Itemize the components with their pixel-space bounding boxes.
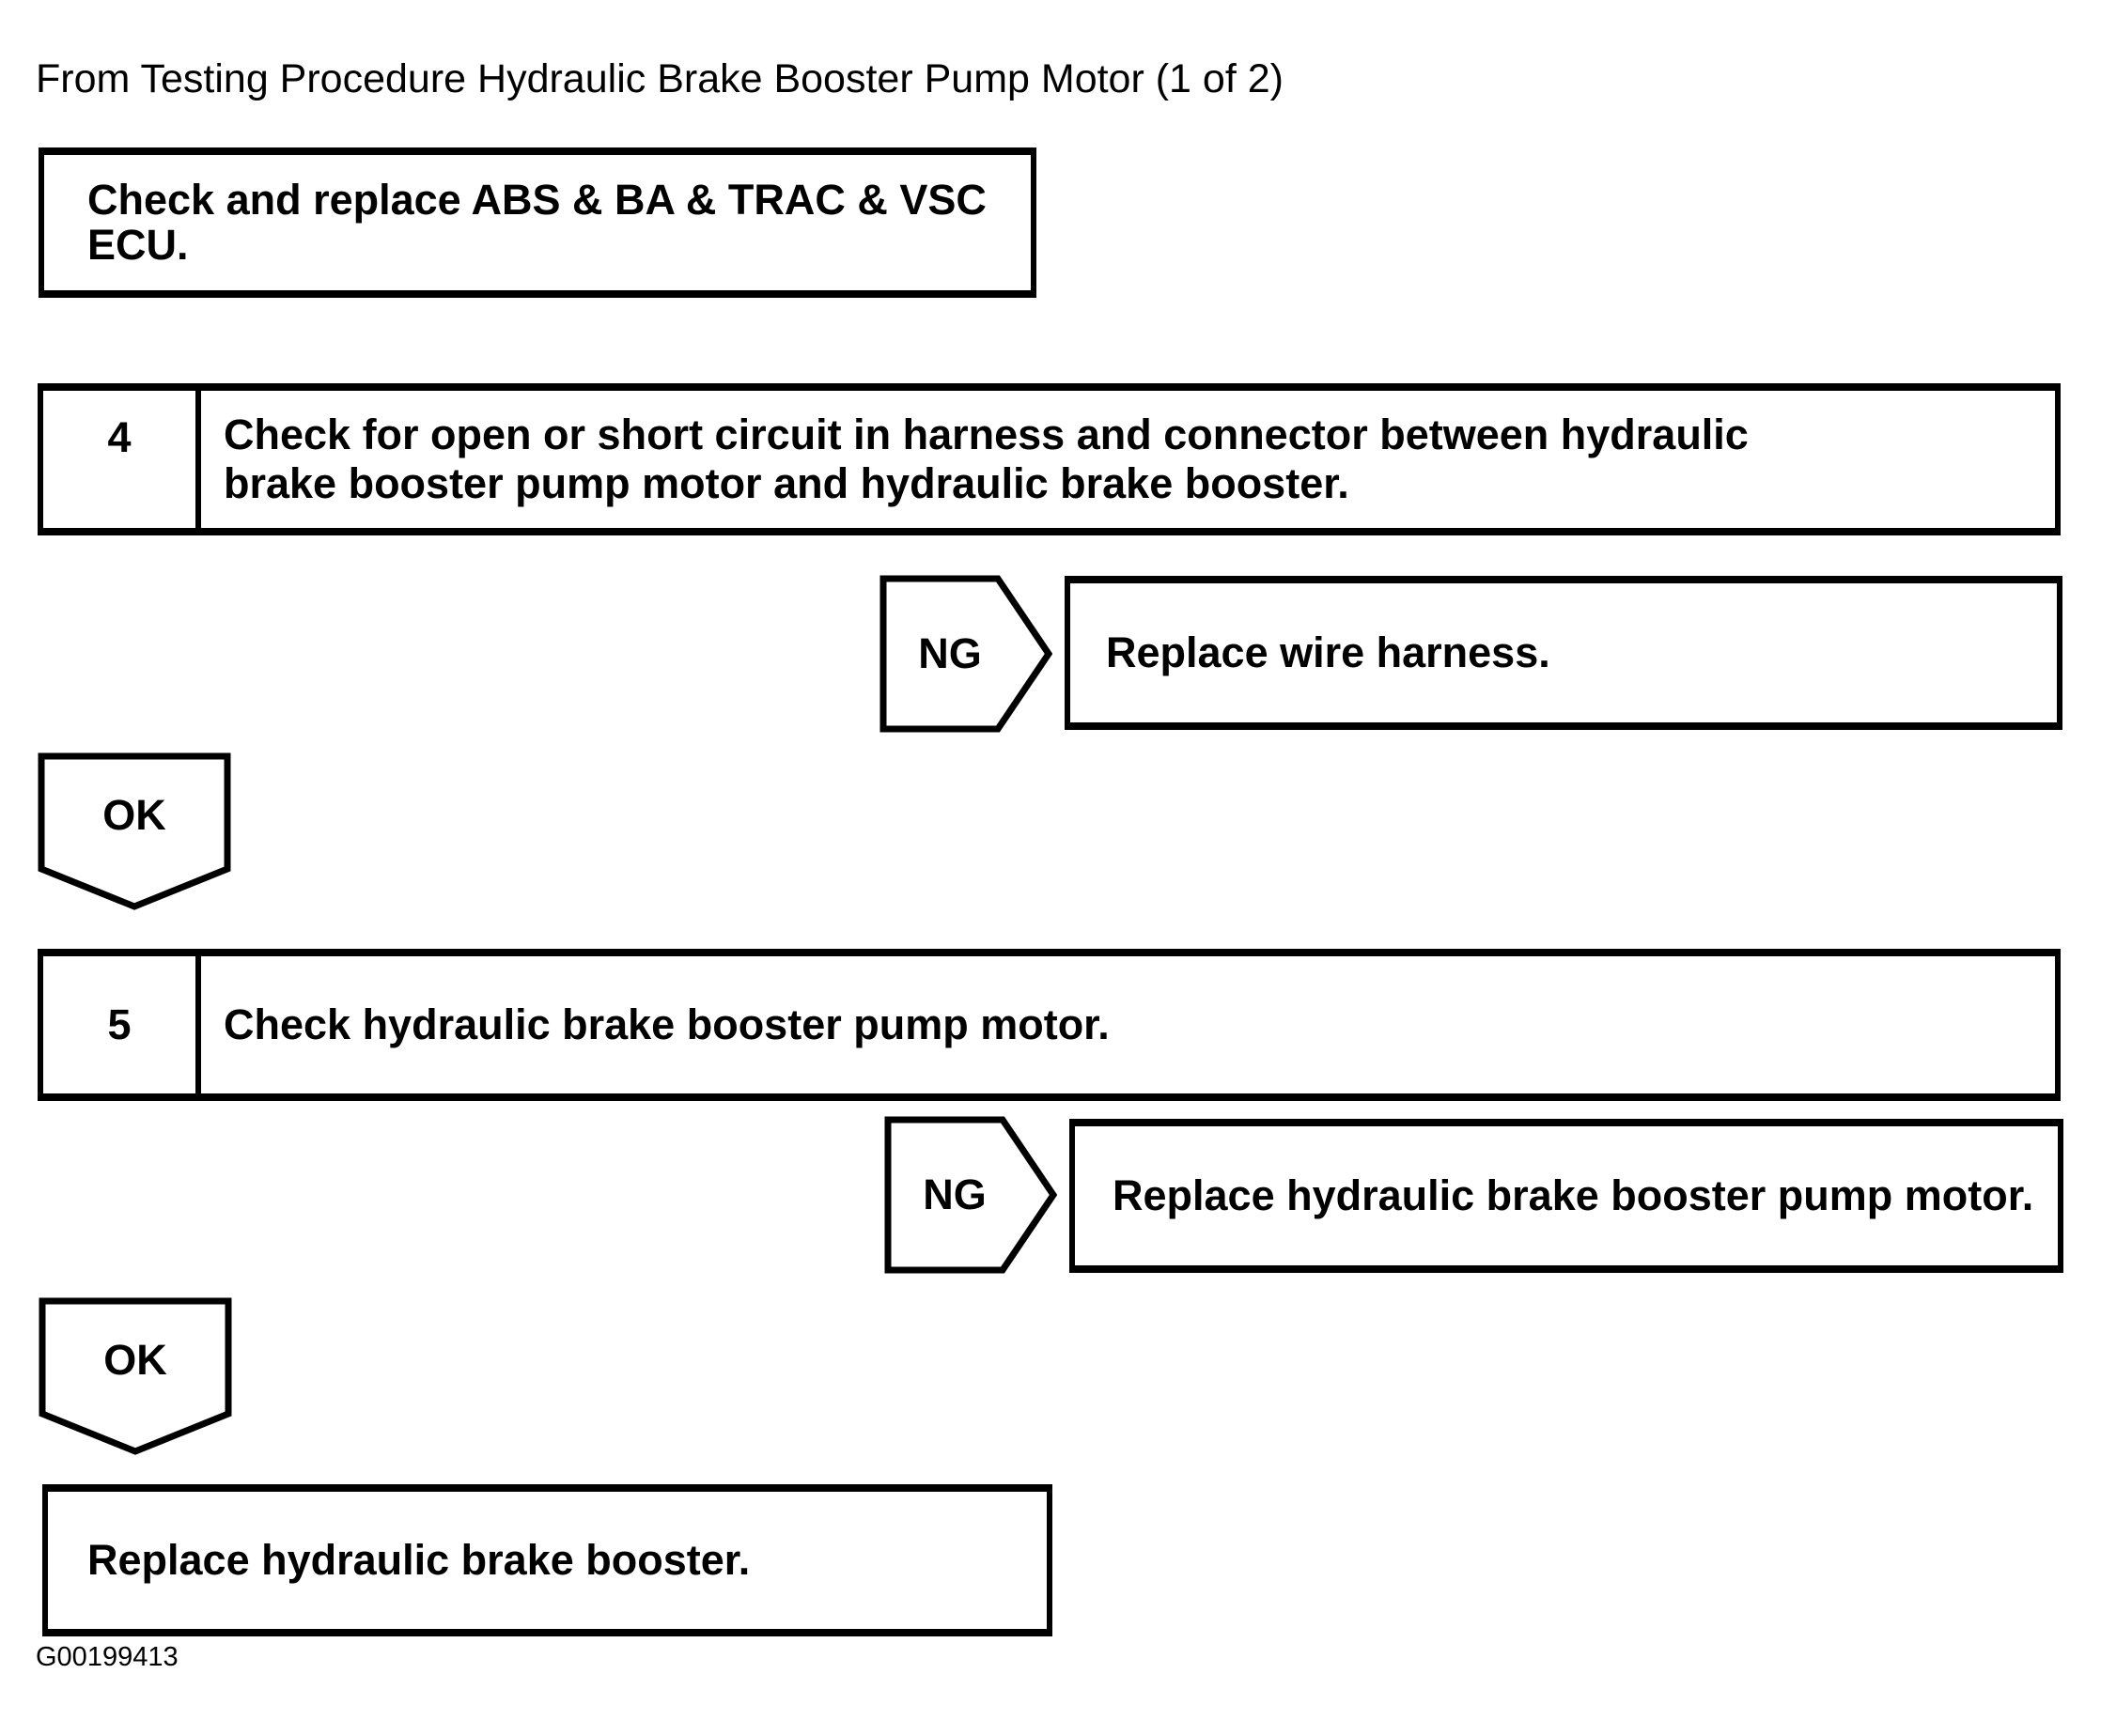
ok-arrow-shape xyxy=(39,1297,232,1455)
step-5-text: Check hydraulic brake booster pump motor… xyxy=(224,1000,1110,1048)
figure-id: G00199413 xyxy=(36,1642,179,1672)
step-4-ng-connector: NG xyxy=(879,575,1052,733)
ng-arrow-shape xyxy=(879,575,1052,733)
step-4-ng-result-box: Replace wire harness. xyxy=(1065,576,2062,730)
step-4-number: 4 xyxy=(43,391,201,528)
step-5-ng-connector: NG xyxy=(884,1116,1057,1274)
step-5-box: 5 Check hydraulic brake booster pump mot… xyxy=(38,949,2061,1101)
step-5-ng-result-text: Replace hydraulic brake booster pump mot… xyxy=(1113,1171,2034,1219)
step-4-text: Check for open or short circuit in harne… xyxy=(224,411,1749,507)
step-4-ok-connector: OK xyxy=(38,752,231,910)
ok-arrow-shape xyxy=(38,752,231,910)
ok-label: OK xyxy=(103,1336,167,1384)
ng-arrow-shape xyxy=(884,1116,1057,1274)
start-box: Check and replace ABS & BA & TRAC & VSC … xyxy=(39,147,1036,298)
page-title: From Testing Procedure Hydraulic Brake B… xyxy=(36,56,1284,101)
end-box: Replace hydraulic brake booster. xyxy=(42,1484,1052,1636)
ng-label: NG xyxy=(918,629,982,677)
step-4-box: 4 Check for open or short circuit in har… xyxy=(38,383,2061,535)
step-4-ng-result-text: Replace wire harness. xyxy=(1106,628,1550,676)
step-5-ng-result-box: Replace hydraulic brake booster pump mot… xyxy=(1069,1119,2063,1273)
start-box-text: Check and replace ABS & BA & TRAC & VSC … xyxy=(87,176,987,269)
ng-label: NG xyxy=(923,1170,987,1218)
step-5-number: 5 xyxy=(43,956,201,1093)
ok-label: OK xyxy=(102,791,166,839)
end-box-text: Replace hydraulic brake booster. xyxy=(87,1536,751,1584)
step-5-ok-connector: OK xyxy=(39,1297,232,1455)
